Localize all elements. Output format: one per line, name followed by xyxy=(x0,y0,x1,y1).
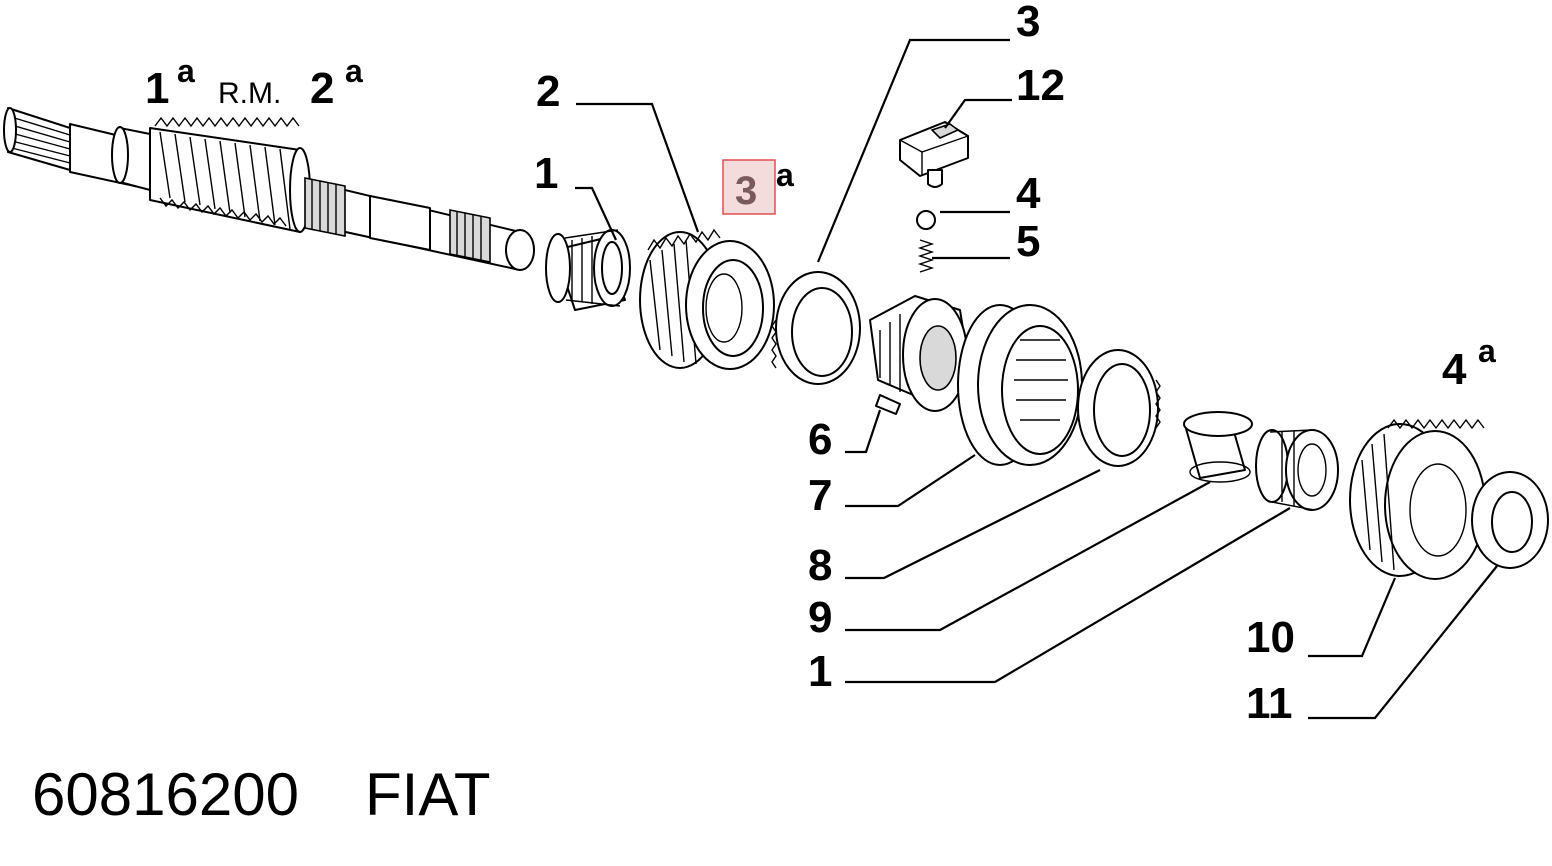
callout-12: 12 xyxy=(1016,61,1065,110)
needle-bearing-1 xyxy=(545,229,631,311)
shift-shoe xyxy=(899,121,969,188)
main-shaft xyxy=(3,107,535,271)
second-gear-suffix: a xyxy=(345,53,363,89)
callout-8: 8 xyxy=(808,541,832,590)
highlight-box xyxy=(722,159,776,215)
callout-9: 9 xyxy=(808,593,832,642)
thrust-washer xyxy=(1471,471,1549,569)
synchronizer-ring xyxy=(771,271,861,385)
callout-2: 2 xyxy=(536,67,560,116)
first-gear-suffix: a xyxy=(177,53,195,89)
synchronizer-sleeve xyxy=(957,304,1083,466)
leader-lines xyxy=(575,38,1498,720)
fourth-gear-suffix: a xyxy=(1478,333,1496,369)
callout-7: 7 xyxy=(808,471,832,520)
callout-4: 4 xyxy=(1016,169,1041,218)
callout-6: 6 xyxy=(808,415,832,464)
part-number: 60816200 xyxy=(32,761,299,828)
third-gear-suffix: a xyxy=(776,157,794,193)
callout-11: 11 xyxy=(1246,679,1293,728)
footer: 60816200 FIAT xyxy=(32,761,491,828)
bushing xyxy=(1183,411,1253,483)
second-gear-number: 2 xyxy=(310,64,334,113)
reverse-label: R.M. xyxy=(218,77,281,110)
callout-10: 10 xyxy=(1246,613,1295,662)
fourth-gear-number: 4 xyxy=(1442,345,1467,394)
detent-ball xyxy=(916,210,936,230)
brand-name: FIAT xyxy=(365,761,491,828)
synchronizer-ring-4th xyxy=(1077,349,1161,467)
detent-spring xyxy=(917,239,935,273)
first-gear-number: 1 xyxy=(145,64,169,113)
needle-bearing-2 xyxy=(1255,429,1339,511)
callout-3: 3 xyxy=(1016,0,1040,46)
callout-1-bottom: 1 xyxy=(808,647,832,696)
callout-1-top: 1 xyxy=(534,149,558,198)
callout-5: 5 xyxy=(1016,217,1040,266)
synchronizer-hub xyxy=(869,295,969,415)
gear-position-labels: 1 a R.M. 2 a 3 a 4 a xyxy=(145,53,1496,394)
callout-numbers: 1 2 3 12 4 5 6 7 8 9 1 10 11 xyxy=(534,0,1295,728)
third-gear-number: 3 xyxy=(735,169,757,213)
third-speed-gear xyxy=(639,228,775,370)
fourth-speed-gear xyxy=(1349,418,1486,580)
